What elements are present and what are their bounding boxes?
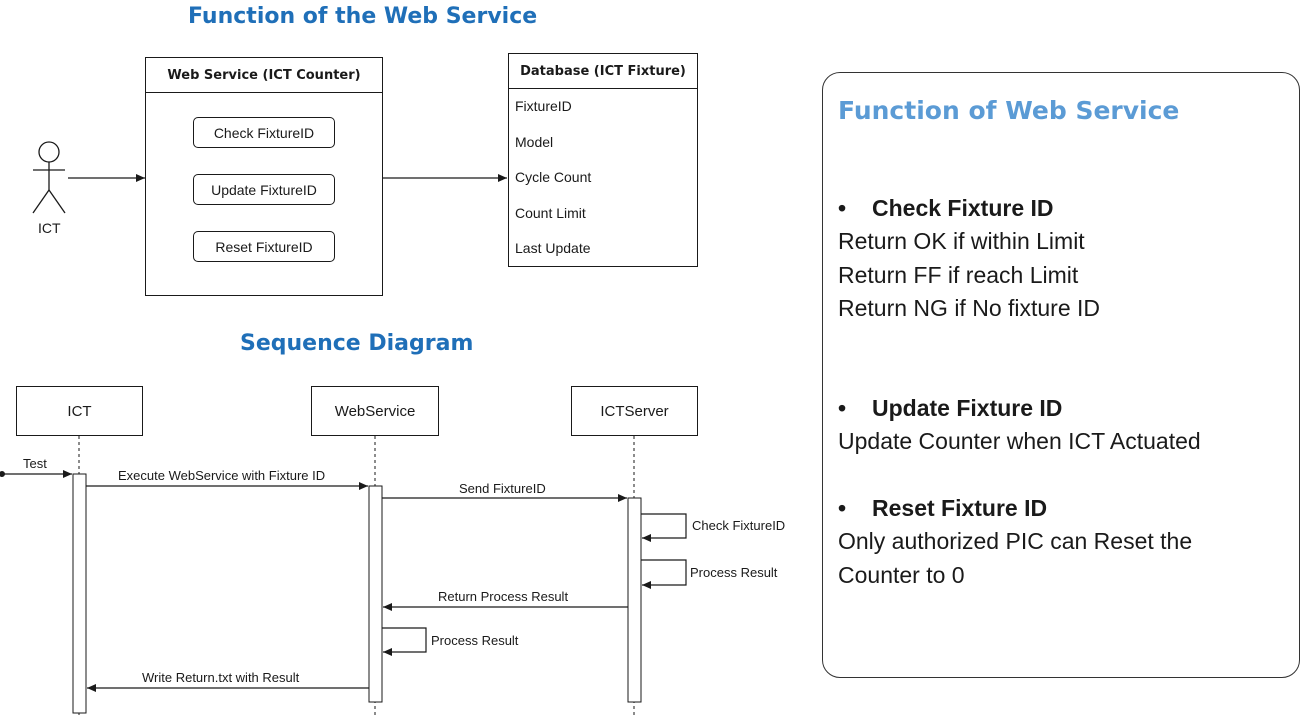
lifeline-ict: ICT: [16, 386, 143, 436]
section-heading: Update Fixture ID: [872, 395, 1063, 421]
bullet-check-fixture-id: • Check Fixture ID: [838, 195, 1054, 222]
bullet-dot: •: [838, 395, 847, 421]
bullet-update-fixture-id: • Update Fixture ID: [838, 395, 1062, 422]
msg-process-server-label: Process Result: [690, 565, 778, 580]
database-box: Database (ICT Fixture) FixtureID Model C…: [508, 53, 698, 267]
db-field-model: Model: [515, 134, 554, 150]
reset-fixtureid-button[interactable]: Reset FixtureID: [193, 231, 335, 262]
msg-execute-label: Execute WebService with Fixture ID: [118, 468, 326, 483]
function-heading: Function of the Web Service: [188, 4, 538, 29]
actor-icon: [32, 141, 66, 214]
db-field-last-update: Last Update: [515, 240, 591, 256]
sequence-heading: Sequence Diagram: [240, 331, 474, 356]
activation-ictserver: [627, 497, 642, 703]
msg-return-label: Return Process Result: [438, 589, 569, 604]
panel-title: Function of Web Service: [838, 96, 1180, 125]
activation-webservice: [368, 485, 383, 703]
check-line-1: Return OK if within Limit: [838, 228, 1085, 254]
bullet-dot: •: [838, 195, 847, 221]
msg-process-ws-label: Process Result: [431, 633, 519, 648]
msg-check-label: Check FixtureID: [692, 518, 786, 533]
actor-label: ICT: [38, 220, 61, 236]
check-fixtureid-button[interactable]: Check FixtureID: [193, 117, 335, 148]
msg-process-server-arrow: [641, 559, 687, 589]
diagram-lines: [0, 141, 687, 718]
msg-process-ws-arrow: [382, 627, 427, 656]
section-heading: Check Fixture ID: [872, 195, 1054, 221]
lifeline-ictserver: ICTServer: [571, 386, 698, 436]
bullet-reset-fixture-id: • Reset Fixture ID: [838, 495, 1047, 522]
bullet-dot: •: [838, 495, 847, 521]
msg-send-label: Send FixtureID: [459, 481, 546, 496]
update-line-1: Update Counter when ICT Actuated: [838, 428, 1201, 454]
msg-check-arrow: [641, 513, 687, 542]
msg-test-label: Test: [23, 456, 47, 471]
check-line-2: Return FF if reach Limit: [838, 262, 1079, 288]
db-field-fixtureid: FixtureID: [515, 98, 572, 114]
database-title: Database (ICT Fixture): [509, 54, 697, 89]
msg-write-label: Write Return.txt with Result: [142, 670, 300, 685]
info-panel: [822, 72, 1300, 678]
db-field-cycle-count: Cycle Count: [515, 169, 592, 185]
web-service-box: Web Service (ICT Counter) Check FixtureI…: [145, 57, 383, 296]
db-field-count-limit: Count Limit: [515, 205, 586, 221]
update-fixtureid-button[interactable]: Update FixtureID: [193, 174, 335, 205]
check-line-3: Return NG if No fixture ID: [838, 295, 1101, 321]
activation-ict: [72, 473, 87, 714]
web-service-title: Web Service (ICT Counter): [146, 58, 382, 93]
reset-line-1: Only authorized PIC can Reset the: [838, 528, 1193, 554]
reset-line-2: Counter to 0: [838, 562, 965, 588]
section-heading: Reset Fixture ID: [872, 495, 1048, 521]
lifeline-webservice: WebService: [311, 386, 439, 436]
